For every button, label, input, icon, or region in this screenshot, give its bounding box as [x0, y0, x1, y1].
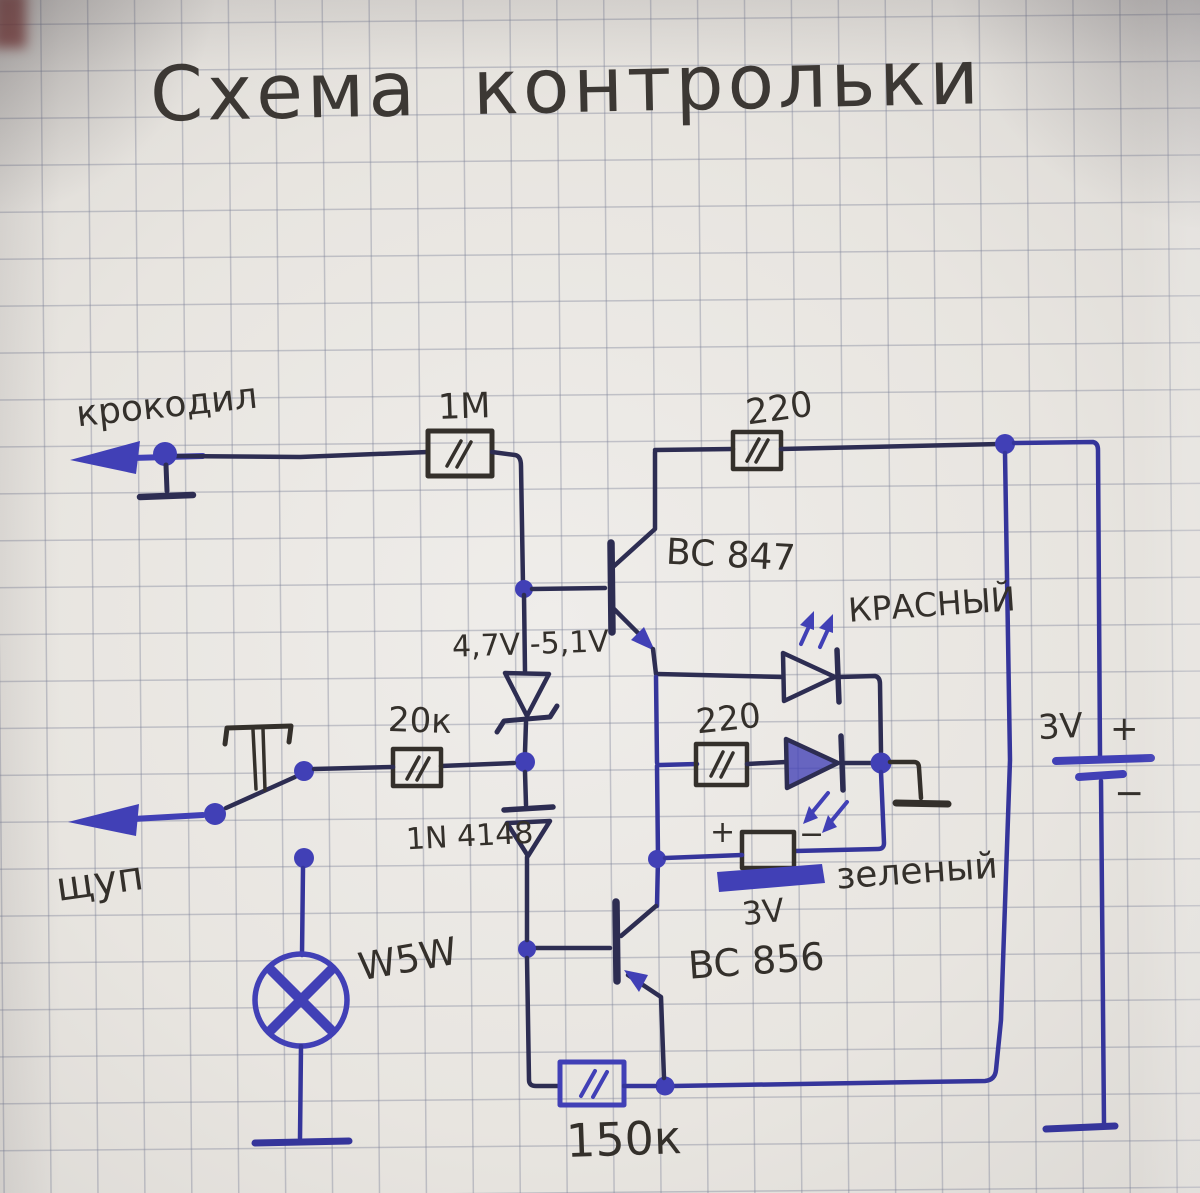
light-arrow-icon: [803, 806, 818, 824]
pushbutton-switch: [68, 723, 396, 868]
label-cell-minus: −: [799, 817, 825, 852]
label-battery-voltage: 3V: [1036, 705, 1084, 749]
light-arrow-icon: [800, 611, 814, 630]
junction-dot: [515, 580, 533, 598]
diode-1n4148: [501, 769, 556, 943]
crocodile-lead: [70, 441, 431, 501]
label-r-150k: 150к: [565, 1109, 683, 1169]
label-battery-minus: −: [1114, 773, 1145, 814]
led-green: [744, 733, 892, 833]
label-r-220-mid: 220: [694, 695, 763, 743]
label-r-220-top: 220: [743, 384, 816, 434]
arrow-left-icon: [70, 441, 140, 474]
resistor-20k: [390, 746, 517, 789]
transistor-bc856: [518, 898, 667, 1081]
page-title: Схема контрольки: [149, 32, 984, 139]
emitter-arrow-icon: [631, 627, 655, 651]
emitter-arrow-icon: [624, 970, 648, 992]
lamp-w5w: [251, 865, 353, 1147]
label-probe: щуп: [53, 853, 147, 911]
junction-dot: [515, 752, 535, 772]
junction-dot: [518, 940, 536, 958]
top-rail: [652, 429, 1103, 759]
resistor-150k: [524, 955, 658, 1108]
resistor-220-top: [730, 429, 784, 472]
terminal-right: [887, 759, 952, 808]
mid-rail: [648, 674, 700, 909]
light-arrow-icon: [822, 815, 837, 833]
light-arrow-icon: [819, 614, 833, 633]
junction-dot: [648, 850, 666, 868]
switch-terminal: [294, 848, 314, 868]
transistor-bc847: [515, 449, 659, 677]
label-battery-plus: +: [1110, 709, 1139, 749]
corner-smudge: [0, 0, 26, 48]
coin-cell-3v: [662, 769, 887, 892]
junction-dot: [153, 442, 177, 466]
switch-terminal: [204, 803, 226, 825]
resistor-1m: [425, 428, 526, 588]
label-r-1m: 1М: [437, 386, 492, 428]
zener-diode: [494, 592, 560, 772]
led-red: [654, 611, 884, 755]
arrow-left-icon: [68, 804, 139, 836]
switch-terminal: [294, 761, 314, 781]
right-rail: [655, 450, 1013, 1096]
label-q2: BC 856: [686, 934, 826, 988]
label-zener-range: 4,7V -5,1V: [451, 624, 610, 665]
junction-dot: [655, 1076, 675, 1096]
junction-dot: [995, 434, 1015, 454]
cell-slab-icon: [717, 864, 825, 892]
label-diode: 1N 4148: [405, 815, 535, 858]
resistor-220-mid: [693, 741, 750, 788]
label-q1: BC 847: [665, 531, 797, 580]
battery-3v: [1042, 754, 1155, 1133]
label-r-20k: 20к: [387, 699, 453, 743]
junction-dot: [870, 752, 892, 774]
label-cell-voltage: 3V: [740, 890, 787, 934]
label-cell-plus: +: [710, 815, 736, 850]
